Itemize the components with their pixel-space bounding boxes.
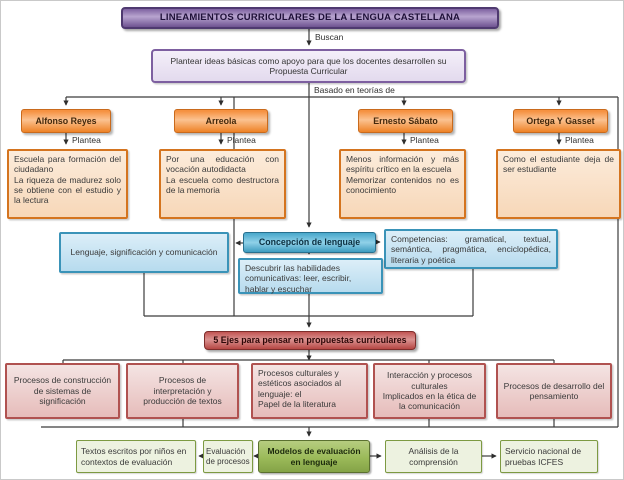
theory-idea-arreola: Por una educación con vocación autodidac…	[159, 149, 286, 219]
connector-label-buscan: Buscan	[315, 32, 344, 42]
theory-idea-ernesto-sabato: Menos información y más espíritu crítico…	[339, 149, 466, 219]
five-axes-header: 5 Ejes para pensar en propuestas curricu…	[204, 331, 416, 350]
axis-cultural-aesthetic: Procesos culturales y estéticos asociado…	[251, 363, 368, 419]
axis-interpretation-production: Procesos de interpretación y producción …	[126, 363, 239, 419]
theory-idea-alfonso-reyes: Escuela para formación del ciudadano La …	[7, 149, 128, 219]
theory-header-ortega-y-gasset: Ortega Y Gasset	[513, 109, 608, 133]
competencies-box: Competencias: gramatical, textual, semán…	[384, 229, 558, 269]
theory-idea-ortega-y-gasset: Como el estudiante deja de ser estudiant…	[496, 149, 621, 219]
theory-header-alfonso-reyes: Alfonso Reyes	[21, 109, 111, 133]
connector-label-plantea-3: Plantea	[410, 135, 439, 145]
connector-label-basado: Basado en teorías de	[314, 85, 395, 95]
axis-thought-development: Procesos de desarrollo del pensamiento	[496, 363, 612, 419]
connector-label-plantea-4: Plantea	[565, 135, 594, 145]
evaluation-models-header: Modelos de evaluación en lenguaje	[258, 440, 370, 473]
language-conception-header: Concepción de lenguaje	[243, 232, 376, 253]
evaluation-process-box: Evaluación de procesos	[203, 440, 253, 473]
diagram-title: LINEAMIENTOS CURRICULARES DE LA LENGUA C…	[121, 7, 499, 29]
connector-label-plantea-2: Plantea	[227, 135, 256, 145]
axis-construction-signification: Procesos de construcción de sistemas de …	[5, 363, 120, 419]
intro-box: Plantear ideas básicas como apoyo para q…	[151, 49, 466, 83]
axis-interaction-ethics: Interacción y procesos culturales Implic…	[373, 363, 486, 419]
evaluation-texts-children-box: Textos escritos por niños en contextos d…	[76, 440, 196, 473]
icfes-service-box: Servicio nacional de pruebas ICFES	[500, 440, 598, 473]
comprehension-analysis-box: Análisis de la comprensión	[385, 440, 482, 473]
language-signification-box: Lenguaje, significación y comunicación	[59, 232, 229, 273]
connector-label-plantea-1: Plantea	[72, 135, 101, 145]
theory-header-arreola: Arreola	[174, 109, 268, 133]
theory-header-ernesto-sabato: Ernesto Sábato	[358, 109, 453, 133]
communicative-skills-box: Descubrir las habilidades comunicativas:…	[238, 258, 383, 294]
